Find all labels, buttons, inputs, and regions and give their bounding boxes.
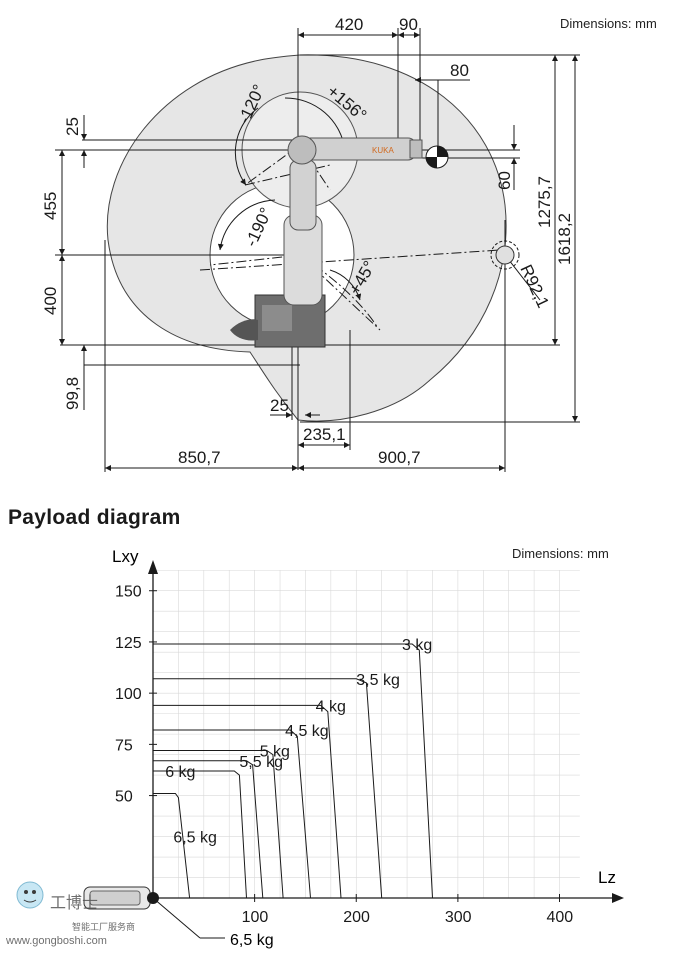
payload-curve	[153, 678, 383, 899]
chart-grid	[153, 569, 580, 898]
dim-455: 455	[41, 192, 60, 220]
dim-900-7: 900,7	[378, 448, 421, 467]
chart-units-note: Dimensions: mm	[512, 546, 609, 561]
workspace-diagram: KUKA Dimensions: mm 420 90 80 25 455 400…	[41, 15, 657, 472]
dim-90: 90	[399, 15, 418, 34]
watermark-logo: 工博士 智能工厂服务商 www.gongboshi.com	[5, 881, 135, 947]
dim-60: 60	[495, 171, 514, 190]
y-tick-label: 100	[115, 686, 142, 703]
x-tick-label: 300	[445, 909, 472, 926]
chart-curves	[153, 643, 433, 899]
payload-curve	[153, 643, 433, 899]
chart-axes: 100 200 300 400 50 75 100 125 150	[115, 560, 624, 926]
dim-25-bottom: 25	[270, 396, 289, 415]
payload-curve	[153, 750, 284, 899]
bottom-load-leader	[152, 897, 201, 939]
dim-235-1: 235,1	[303, 425, 346, 444]
dim-400: 400	[41, 287, 60, 315]
curve-label: 5 kg	[260, 744, 290, 761]
robot-arm: KUKA	[230, 135, 515, 348]
x-tick-label: 200	[343, 909, 370, 926]
watermark-tagline: 智能工厂服务商	[72, 921, 135, 932]
x-tick-label: 400	[547, 909, 574, 926]
curve-label: 6,5 kg	[173, 830, 217, 847]
dim-1618-2: 1618,2	[555, 213, 574, 265]
payload-curve	[153, 729, 311, 899]
x-axis-label: Lz	[598, 868, 616, 887]
dim-850-7: 850,7	[178, 448, 221, 467]
payload-curve	[153, 770, 247, 899]
curve-label: 5,5 kg	[239, 754, 283, 771]
bottom-load-label: 6,5 kg	[230, 932, 274, 949]
curve-label: 4 kg	[316, 698, 346, 715]
dim-99-8: 99,8	[63, 377, 82, 410]
dim-r92-1: R92,1	[516, 262, 552, 311]
dim-420: 420	[335, 15, 363, 34]
robot-logo-text: KUKA	[372, 146, 394, 155]
workspace-units-note: Dimensions: mm	[560, 16, 657, 31]
y-tick-label: 75	[115, 737, 133, 754]
x-tick-label: 100	[242, 909, 269, 926]
y-tick-label: 150	[115, 584, 142, 601]
curve-label: 3 kg	[402, 637, 432, 654]
curve-label: 3,5 kg	[356, 672, 400, 689]
payload-heading: Payload diagram	[8, 506, 181, 529]
y-axis-label: Lxy	[112, 547, 139, 566]
y-tick-label: 50	[115, 789, 133, 806]
watermark-url: www.gongboshi.com	[5, 935, 107, 947]
y-axis-arrow	[148, 560, 158, 574]
y-tick-label: 125	[115, 635, 142, 652]
payload-curve	[153, 760, 264, 899]
watermark-brand: 工博士	[50, 894, 98, 912]
payload-curve	[153, 704, 342, 899]
dim-1275-7: 1275,7	[535, 176, 554, 228]
payload-curve	[153, 793, 191, 899]
flange-icon	[83, 886, 159, 910]
curve-label: 4,5 kg	[285, 723, 329, 740]
dim-80: 80	[450, 61, 469, 80]
flange-circle	[495, 245, 515, 265]
payload-chart: 100 200 300 400 50 75 100 125 150 3 kg 3,5 kg 4 kg…	[5, 546, 624, 949]
dim-25-top: 25	[63, 117, 82, 136]
chart-labels: 3 kg 3,5 kg 4 kg 4,5 kg 5 kg5,5 kg 6 kg 6,5 kg	[165, 637, 432, 847]
curve-label: 6 kg	[165, 764, 195, 781]
x-axis-arrow	[612, 893, 624, 903]
